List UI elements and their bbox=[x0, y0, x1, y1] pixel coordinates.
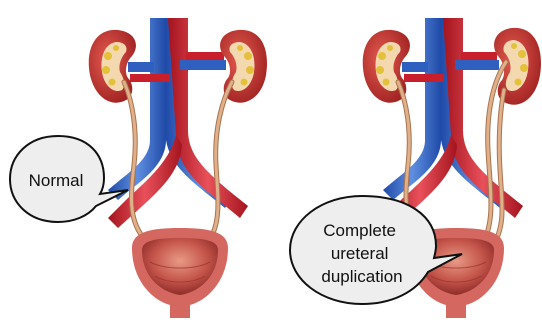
label-duplication-line-2: ureteral bbox=[331, 244, 389, 263]
bladder-normal bbox=[132, 228, 228, 318]
normal-panel bbox=[89, 18, 267, 318]
label-normal: Normal bbox=[29, 171, 84, 190]
svg-text:Complete ureteral: Complete ureteral duplication bbox=[321, 221, 402, 286]
label-duplication-line-3: duplication bbox=[321, 267, 402, 286]
ureter-right-normal bbox=[206, 82, 232, 245]
label-duplication-line-1: Complete bbox=[323, 221, 396, 240]
callout-normal: Normal bbox=[10, 136, 128, 222]
